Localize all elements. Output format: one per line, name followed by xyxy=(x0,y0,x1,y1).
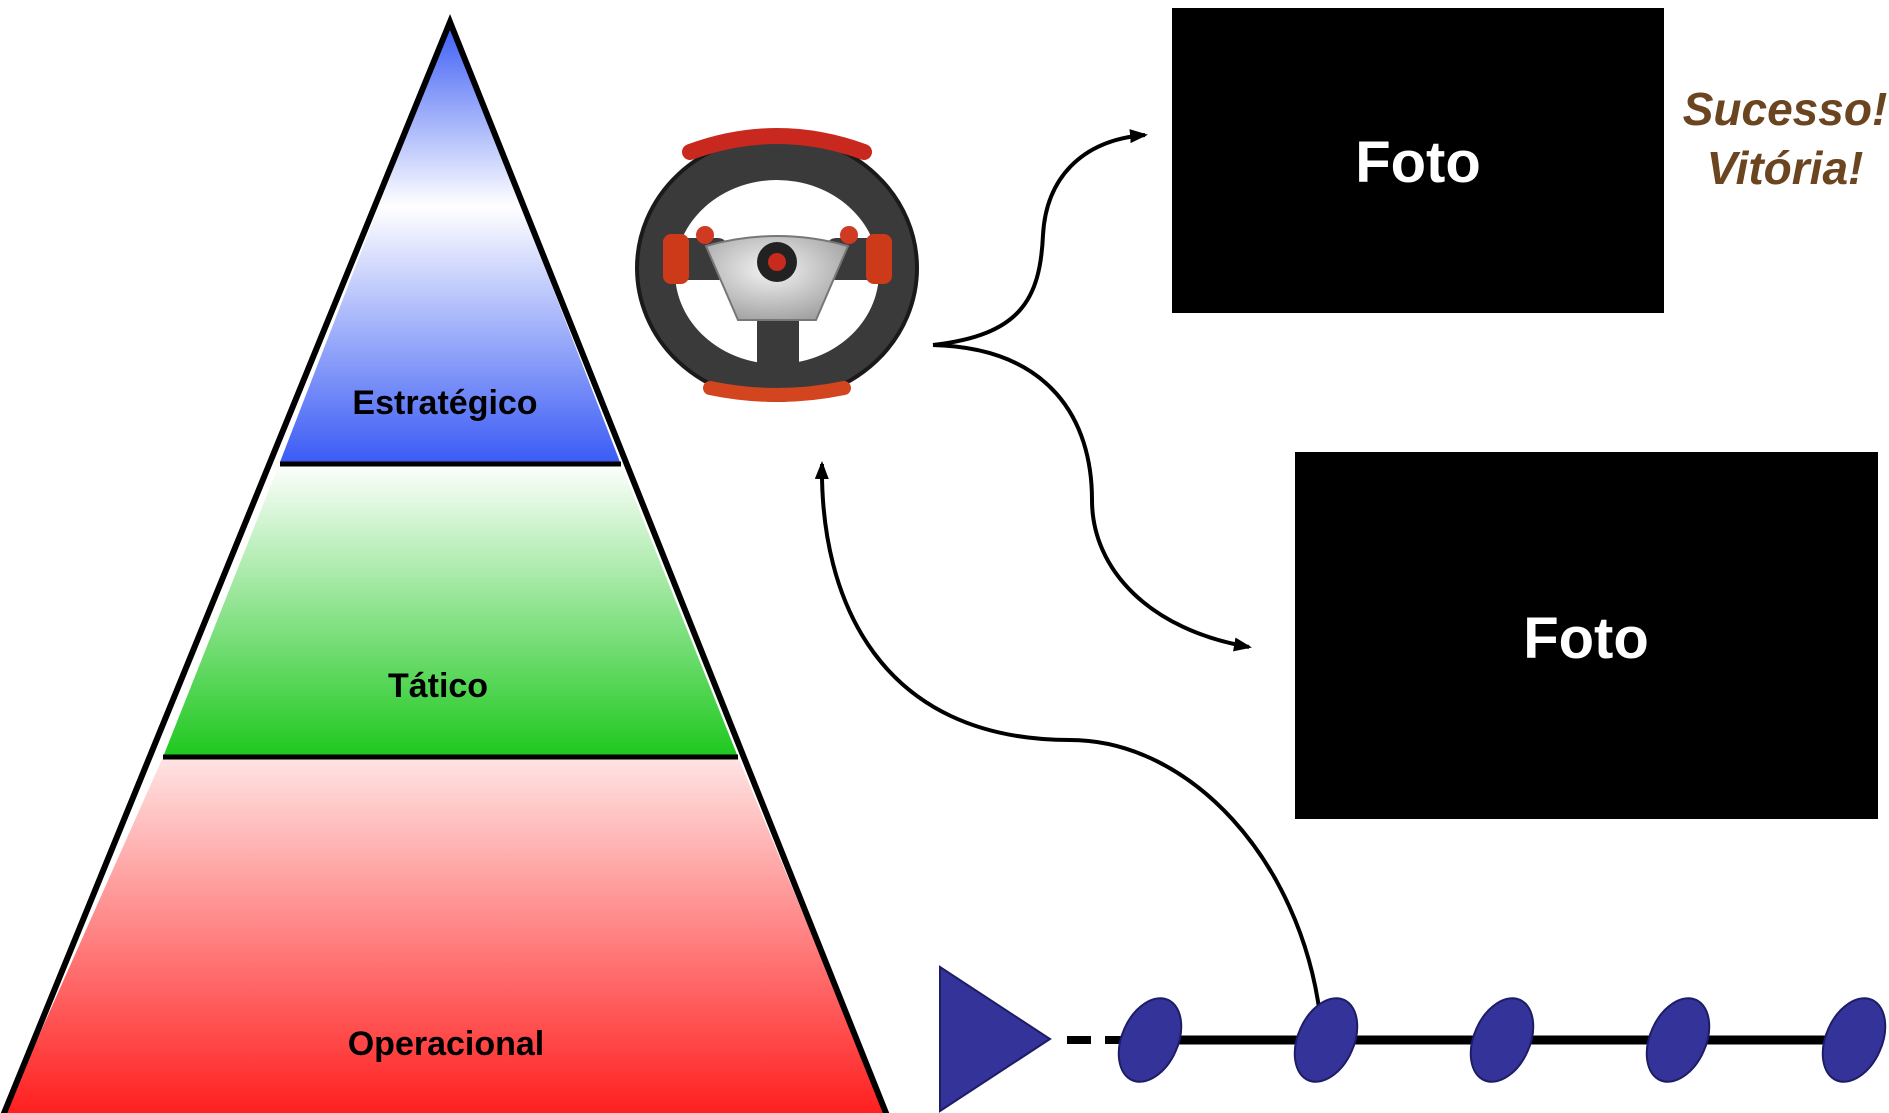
timeline-node xyxy=(1821,997,1887,1083)
steering-wheel-icon xyxy=(635,128,919,402)
timeline-node xyxy=(1293,997,1359,1083)
success-text-line1: Sucesso! xyxy=(1683,83,1888,135)
connector-arrows xyxy=(814,129,1322,1016)
timeline-node xyxy=(1645,997,1711,1083)
planning-pyramid: Estratégico Tático Operacional xyxy=(0,13,890,1113)
timeline-node xyxy=(1117,997,1183,1083)
pyramid-level-strategic xyxy=(280,22,620,462)
arrow-feedback-to-wheel xyxy=(814,461,1322,1016)
timeline-node xyxy=(1469,997,1535,1083)
success-text-line2: Vitória! xyxy=(1707,142,1864,194)
arrow-to-success-photo xyxy=(932,129,1148,347)
play-triangle-icon xyxy=(939,965,1052,1113)
photo-label-top: Foto xyxy=(1355,130,1481,195)
pyramid-level-operational xyxy=(4,757,886,1113)
success-message: Sucesso! Vitória! xyxy=(1683,83,1888,194)
pyramid-label-operational: Operacional xyxy=(348,1025,545,1063)
photo-placeholder-top: Foto xyxy=(1172,8,1664,313)
pyramid-outline xyxy=(0,13,890,1113)
timeline-nodes xyxy=(1117,997,1887,1083)
timeline xyxy=(939,965,1887,1113)
pyramid-label-tactical: Tático xyxy=(388,667,488,705)
pyramid-level-tactical xyxy=(163,462,738,757)
arrow-to-second-photo xyxy=(932,343,1252,652)
photo-label-bottom: Foto xyxy=(1523,606,1649,671)
photo-placeholder-bottom: Foto xyxy=(1295,452,1878,819)
pyramid-label-strategic: Estratégico xyxy=(352,384,537,422)
